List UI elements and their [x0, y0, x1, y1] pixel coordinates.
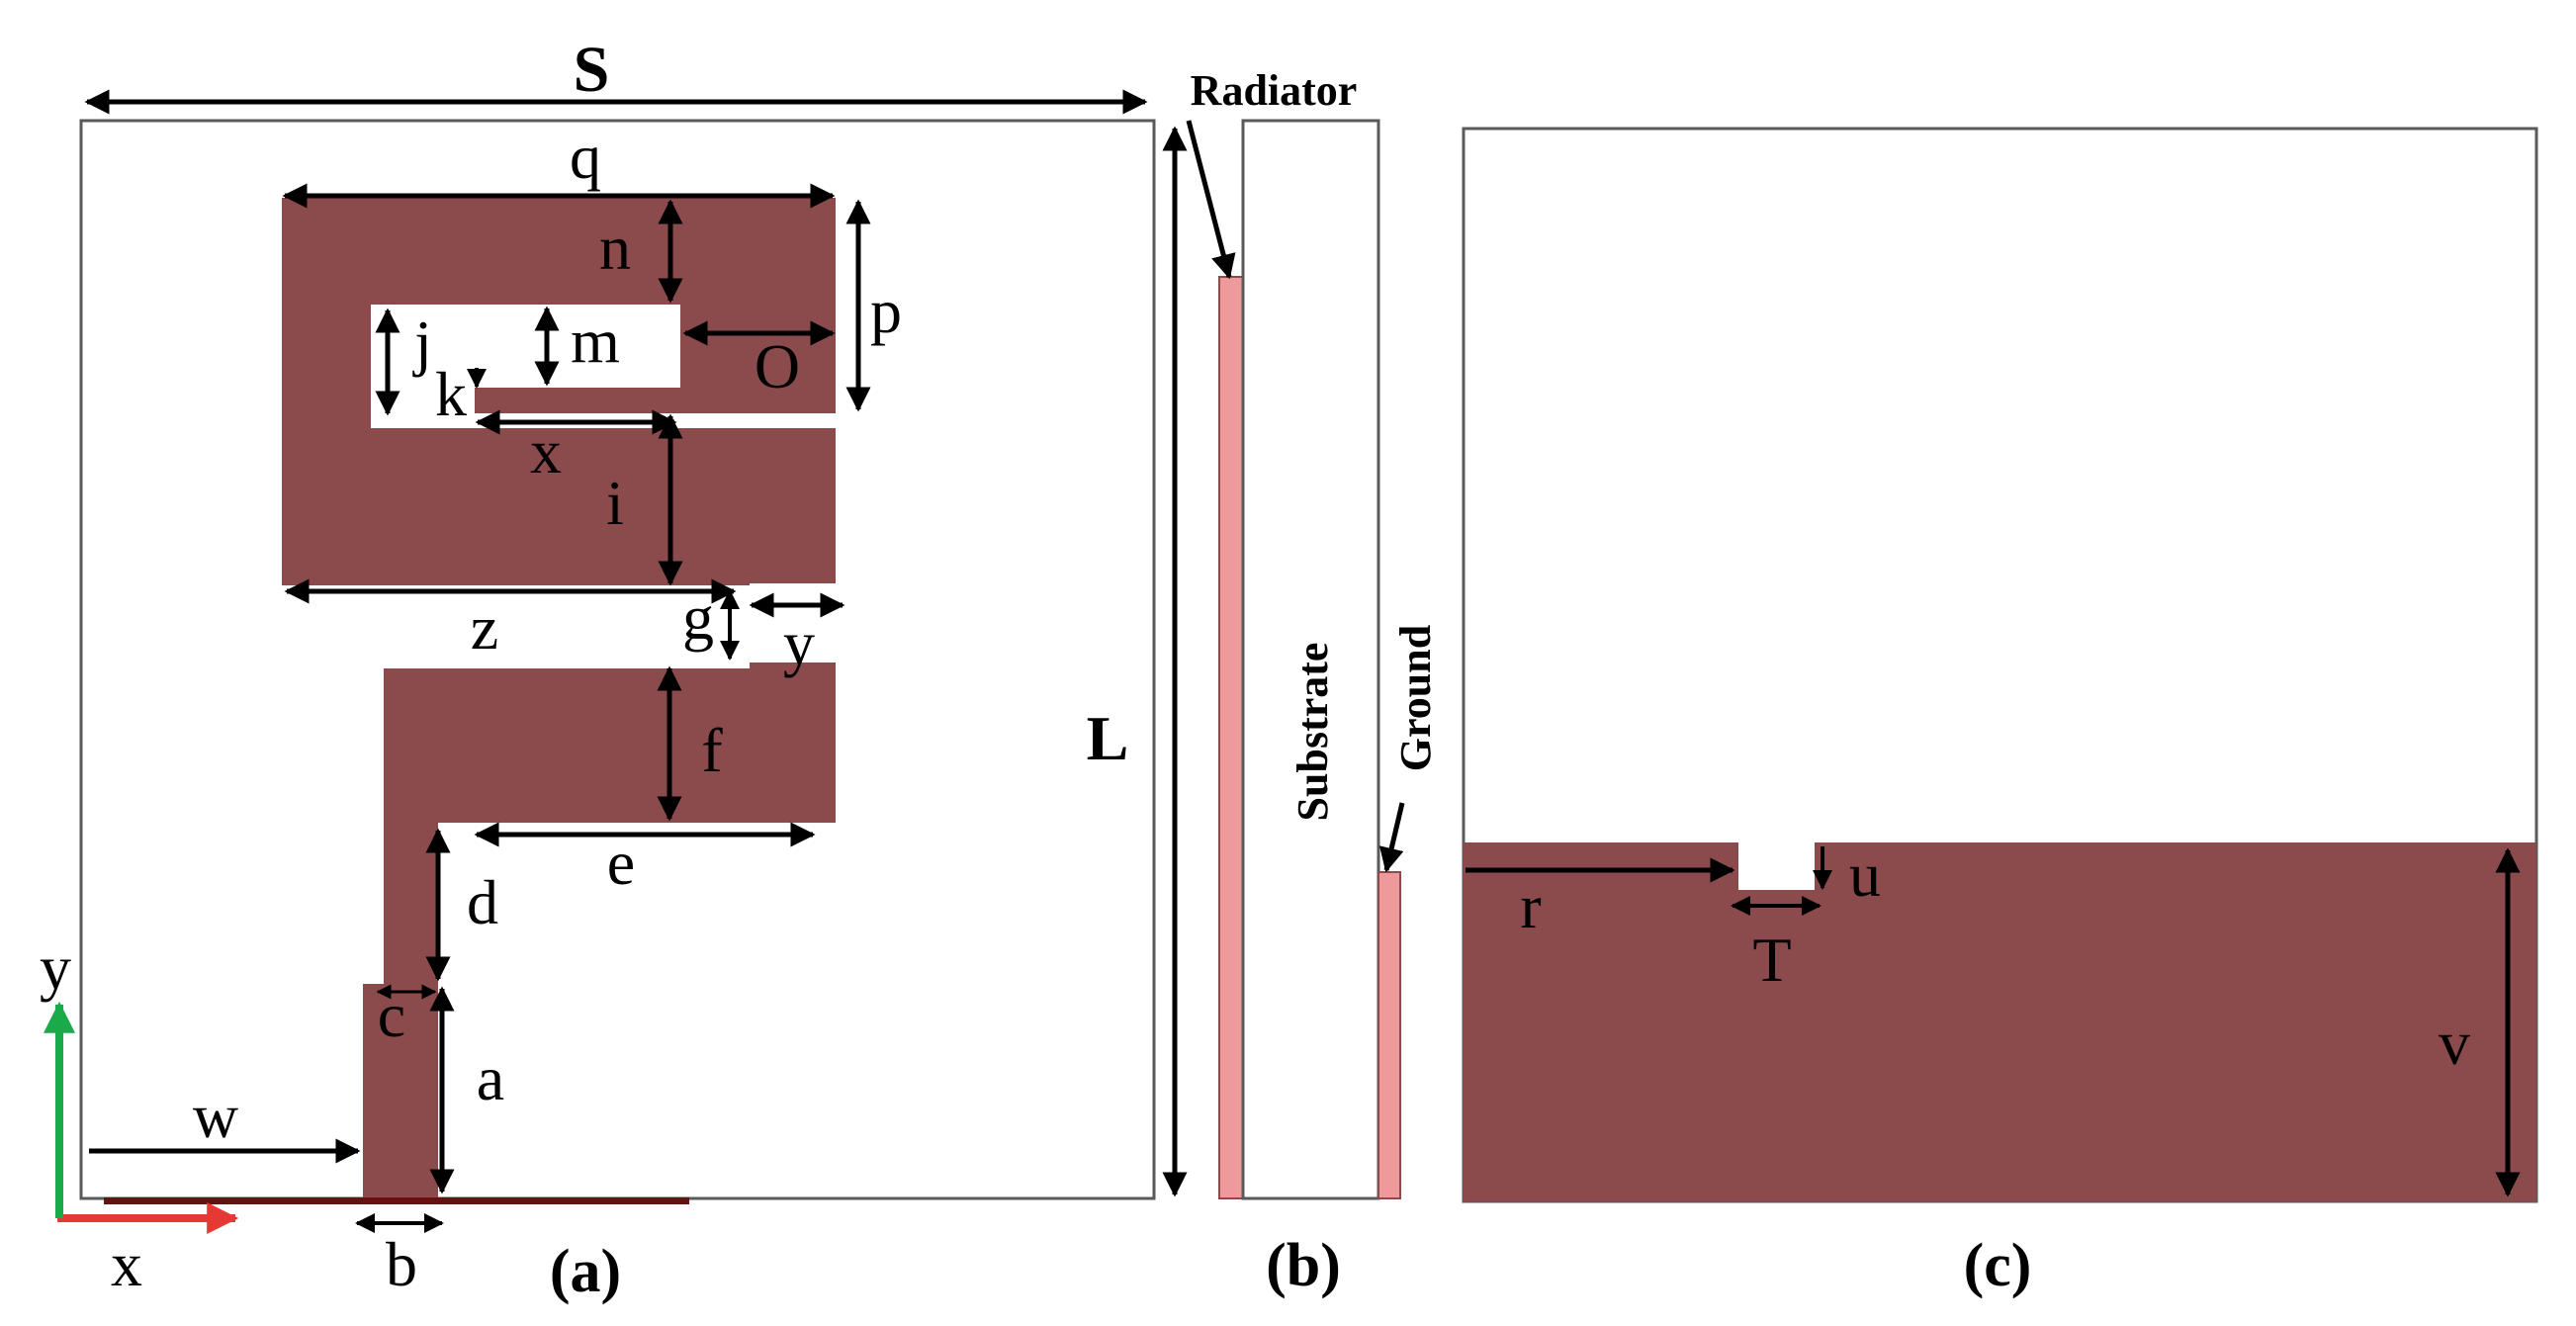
panel-a-top-view: S L q n p O m j k x i z g y f e d c a w …: [40, 34, 1188, 1305]
dim-label-S: S: [574, 34, 610, 106]
dim-label-w: w: [193, 1081, 238, 1151]
caption-c: (c): [1964, 1232, 2032, 1299]
dim-label-c: c: [378, 980, 405, 1050]
caption-b: (b): [1266, 1232, 1341, 1299]
x-axis-label: x: [111, 1229, 142, 1299]
dim-label-x: x: [530, 416, 562, 486]
dim-label-O: O: [755, 331, 800, 401]
ground-pointer: [1378, 802, 1405, 873]
radiator-pointer: [1186, 120, 1236, 280]
substrate-layer: [1241, 119, 1380, 1200]
ground-layer: [1377, 871, 1401, 1199]
dim-label-L: L: [1087, 703, 1129, 773]
dim-label-r: r: [1520, 871, 1541, 941]
dim-label-i: i: [606, 468, 624, 538]
dim-label-e: e: [607, 828, 635, 898]
panel-b-side-view: Radiator Substrate Ground (b): [1186, 66, 1440, 1299]
dim-label-p: p: [870, 276, 902, 346]
dim-label-n: n: [599, 213, 631, 283]
radiator-patch: [282, 198, 836, 984]
ground-plane: [1464, 842, 2536, 1201]
dim-label-b: b: [386, 1229, 417, 1299]
substrate-label: Substrate: [1288, 643, 1337, 822]
dim-label-a: a: [477, 1043, 504, 1113]
dim-label-j: j: [412, 308, 432, 378]
radiator-layer: [1218, 276, 1244, 1199]
dim-label-y: y: [783, 608, 815, 678]
dim-label-k: k: [435, 359, 467, 429]
dim-label-v: v: [2439, 1008, 2470, 1078]
dim-label-u: u: [1849, 840, 1881, 910]
dim-label-m: m: [571, 306, 620, 376]
dim-label-T: T: [1752, 925, 1791, 995]
dim-label-q: q: [570, 122, 601, 192]
dim-label-d: d: [467, 867, 498, 937]
feed-line: [363, 984, 438, 1197]
y-axis-label: y: [40, 932, 71, 1003]
dim-label-g: g: [682, 582, 714, 653]
radiator-label: Radiator: [1191, 66, 1358, 115]
panel-c-bottom-view: r u T v (c): [1462, 127, 2538, 1299]
ground-label: Ground: [1391, 625, 1440, 771]
dim-label-f: f: [701, 715, 723, 785]
dim-label-z: z: [471, 592, 498, 663]
caption-a: (a): [550, 1238, 621, 1305]
feed-base-strip: [104, 1197, 689, 1204]
